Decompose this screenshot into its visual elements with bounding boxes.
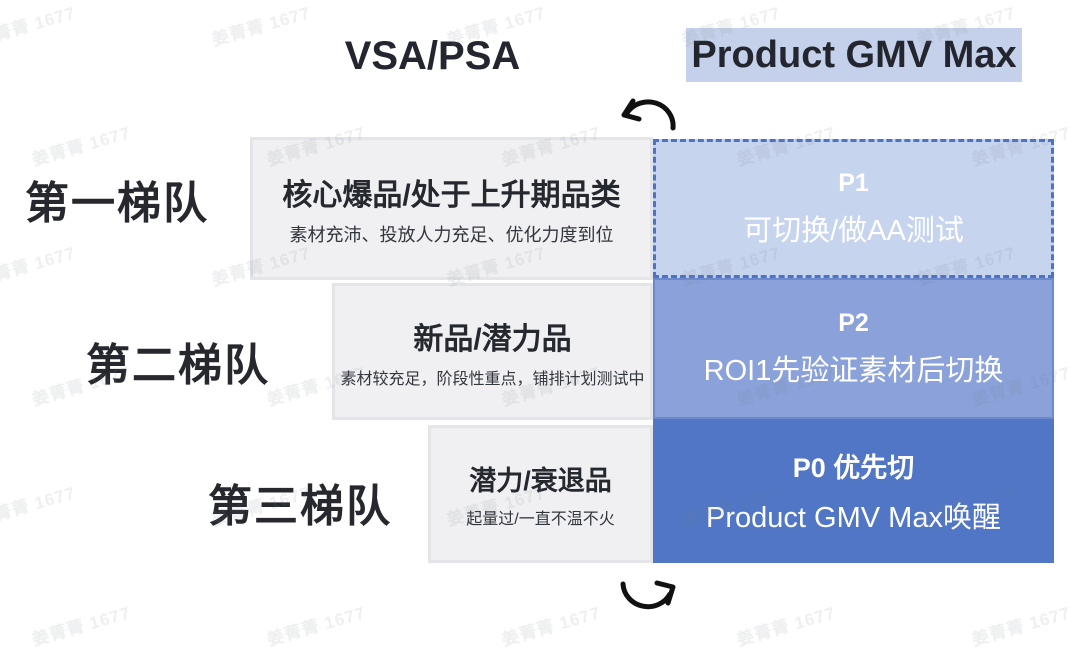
tier2-category-box: 新品/潜力品 素材较充足，阶段性重点，铺排计划测试中 xyxy=(332,283,653,420)
tier2-priority-subtitle: ROI1先验证素材后切换 xyxy=(703,354,1004,387)
watermark-text: 姜菁菁 1677 xyxy=(29,603,133,650)
watermark-text: 姜菁菁 1677 xyxy=(0,243,78,290)
tier2-category-subtitle: 素材较充足，阶段性重点，铺排计划测试中 xyxy=(340,371,645,388)
watermark-text: 姜菁菁 1677 xyxy=(499,603,603,650)
tier3-category-title: 潜力/衰退品 xyxy=(469,466,612,496)
tier3-priority-title: P0 优先切 xyxy=(792,453,915,483)
tier2-priority-title: P2 xyxy=(838,308,869,337)
tier1-priority-box: P1 可切换/做AA测试 xyxy=(653,139,1054,278)
tier2-label: 第二梯队 xyxy=(86,341,270,390)
tier2-category-title: 新品/潜力品 xyxy=(413,323,572,356)
watermark-text: 姜菁菁 1677 xyxy=(264,603,368,650)
tier1-priority-title: P1 xyxy=(838,168,869,197)
tier1-category-title: 核心爆品/处于上升期品类 xyxy=(282,179,621,212)
swap-arrow-clockwise-icon xyxy=(620,580,676,610)
tier3-label: 第三梯队 xyxy=(208,482,392,531)
tier1-label: 第一梯队 xyxy=(25,179,209,228)
watermark-text: 姜菁菁 1677 xyxy=(969,603,1073,650)
watermark-text: 姜菁菁 1677 xyxy=(29,123,133,170)
column-header-product-gmv-max: Product GMV Max xyxy=(686,28,1022,82)
tier1-priority-subtitle: 可切换/做AA测试 xyxy=(743,214,964,247)
tier2-priority-box: P2 ROI1先验证素材后切换 xyxy=(653,278,1054,419)
tier3-priority-box: P0 优先切 Product GMV Max唤醒 xyxy=(653,419,1054,563)
tier3-priority-subtitle: Product GMV Max唤醒 xyxy=(706,502,1001,534)
swap-arrow-counterclockwise-icon xyxy=(621,98,676,131)
tier3-category-box: 潜力/衰退品 起量过/一直不温不火 xyxy=(428,425,653,563)
watermark-text: 姜菁菁 1677 xyxy=(0,483,78,530)
watermark-text: 姜菁菁 1677 xyxy=(0,3,78,50)
watermark-text: 姜菁菁 1677 xyxy=(209,3,313,50)
watermark-text: 姜菁菁 1677 xyxy=(734,603,838,650)
tier3-category-subtitle: 起量过/一直不温不火 xyxy=(466,511,615,528)
column-header-vsa-psa: VSA/PSA xyxy=(344,33,521,78)
tier1-category-subtitle: 素材充沛、投放人力充足、优化力度到位 xyxy=(289,225,614,245)
tier1-category-box: 核心爆品/处于上升期品类 素材充沛、投放人力充足、优化力度到位 xyxy=(250,137,653,280)
